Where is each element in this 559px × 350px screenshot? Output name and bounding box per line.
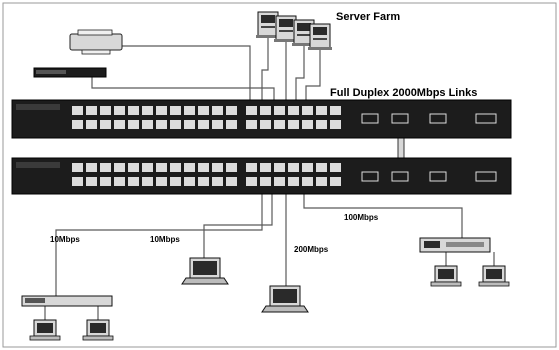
server-farm <box>256 11 332 50</box>
link-200-label: 200Mbps <box>294 245 329 254</box>
link-printer <box>120 45 251 100</box>
network-switch-icon <box>11 99 512 139</box>
network-switch-icon <box>11 157 512 195</box>
link-server-4 <box>305 50 321 100</box>
hub-icon <box>419 237 491 253</box>
server-tower-icon <box>308 23 332 50</box>
switch-top-ports <box>72 106 341 129</box>
link-laptop-10 <box>203 190 273 258</box>
laptop-icon <box>181 257 229 285</box>
link-workgroup-100 <box>303 190 463 238</box>
full-duplex-label: Full Duplex 2000Mbps Links <box>330 87 478 99</box>
server-tower-icon <box>256 11 280 38</box>
link-hub-left <box>55 190 263 296</box>
link-100-label: 100Mbps <box>344 213 379 222</box>
hub-icon <box>21 295 113 307</box>
server-tower-icon <box>274 15 298 42</box>
connection-lines <box>44 38 495 320</box>
hub-icon <box>33 67 107 78</box>
link-10-left-label: 10Mbps <box>50 235 80 244</box>
link-server-3 <box>295 46 305 100</box>
workstation-icon <box>29 319 61 341</box>
link-hub-top <box>91 75 275 100</box>
workstation-icon <box>430 265 462 287</box>
switch-bottom-ports <box>72 163 341 186</box>
link-10-mid-label: 10Mbps <box>150 235 180 244</box>
server-farm-label: Server Farm <box>336 11 401 23</box>
workstation-icon <box>82 319 114 341</box>
printer-icon <box>69 29 123 55</box>
switch-top-uplinks <box>361 113 497 124</box>
switch-bottom-uplinks <box>361 171 497 182</box>
link-server-1 <box>261 38 269 100</box>
laptop-icon <box>261 285 309 313</box>
workstation-icon <box>478 265 510 287</box>
